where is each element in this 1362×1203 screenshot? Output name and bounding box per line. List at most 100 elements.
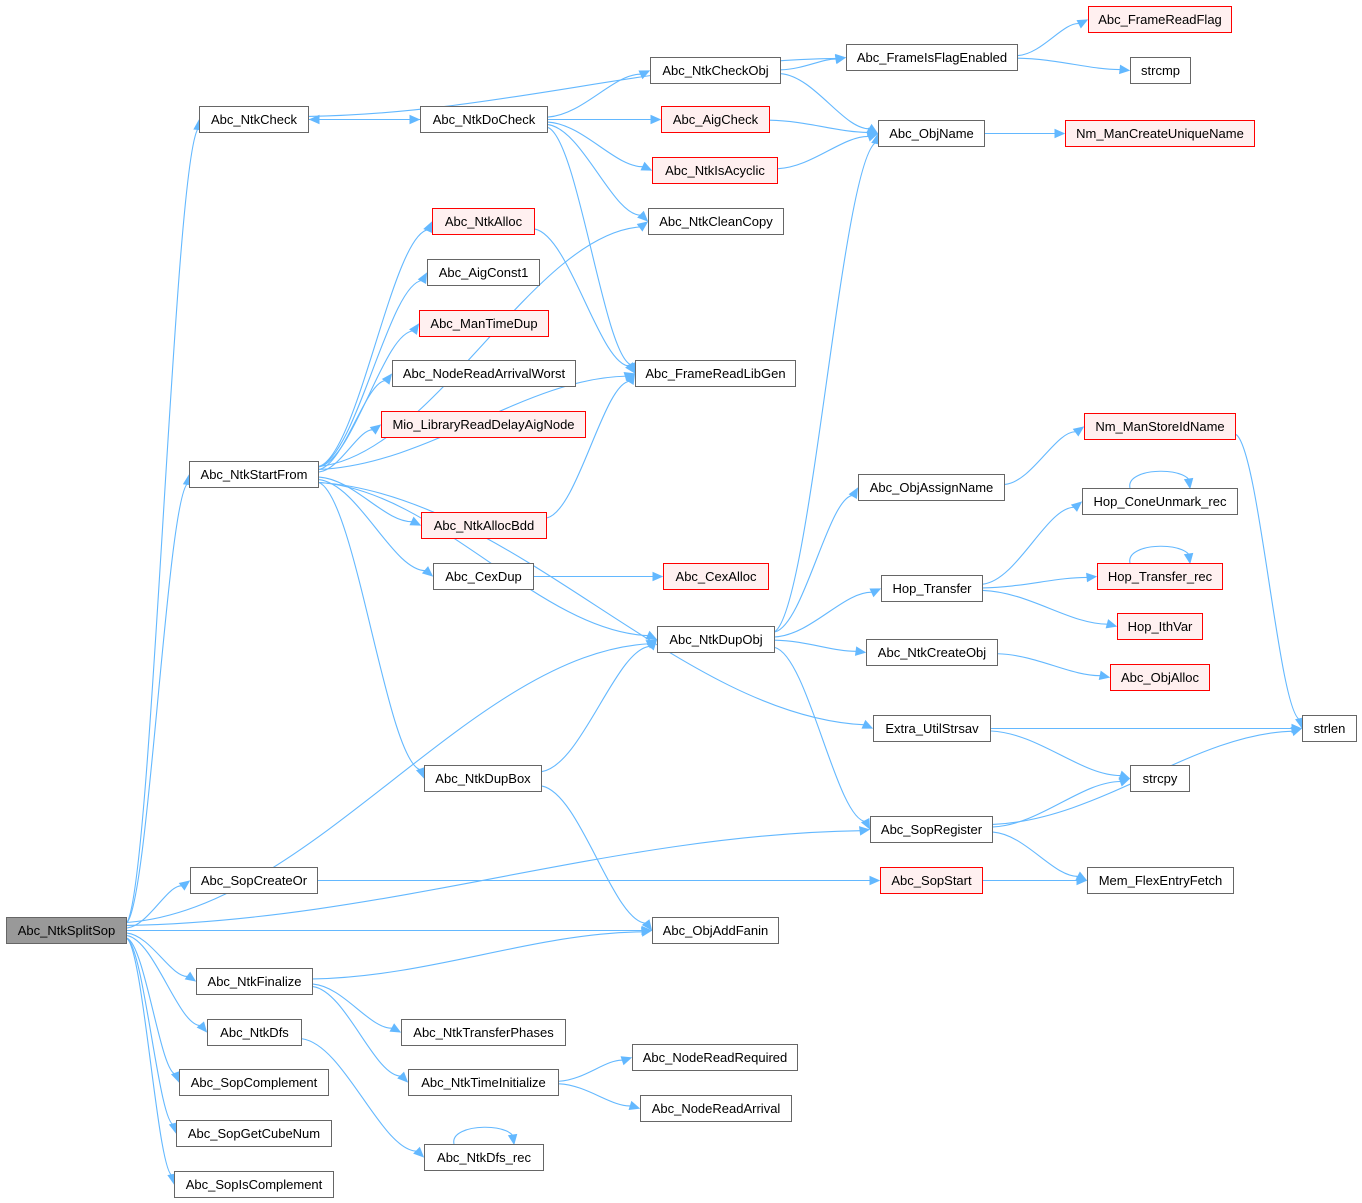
edge-abc-ntkcheckobj-to-abc-objname	[780, 73, 871, 130]
edge-abc-ntksplitsop-to-abc-sopcreateor	[126, 885, 183, 929]
node-mem-flexentryfetch[interactable]: Mem_FlexEntryFetch	[1087, 867, 1234, 894]
node-abc-sopcomplement[interactable]: Abc_SopComplement	[179, 1069, 329, 1096]
edge-abc-ntkisacyclic-to-abc-objname-arrow	[866, 132, 879, 142]
node-strcmp[interactable]: strcmp	[1130, 57, 1191, 84]
node-abc-nodereadarrival[interactable]: Abc_NodeReadArrival	[640, 1095, 792, 1122]
edge-abc-ntkallocbdd-to-abc-framereadlibgen	[546, 380, 631, 519]
edge-abc-sopregister-to-strcpy-arrow	[1118, 777, 1131, 787]
edge-abc-frameisflagenabled-to-abc-framereadflag-arrow	[1076, 19, 1089, 29]
node-abc-ntkcreateobj[interactable]: Abc_NtkCreateObj	[866, 639, 998, 666]
edge-abc-ntkstartfrom-to-abc-nodereadarrivalworst-arrow	[381, 373, 393, 385]
edge-abc-ntkstartfrom-to-abc-ntkalloc-arrow	[423, 221, 433, 234]
edge-abc-ntkdocheck-to-abc-ntkcheck-arrow	[308, 114, 320, 125]
node-hop-transfer-rec[interactable]: Hop_Transfer_rec	[1097, 563, 1223, 590]
edge-abc-ntkdocheck-to-abc-aigcheck-arrow	[650, 114, 662, 125]
node-extra-utilstrsav[interactable]: Extra_UtilStrsav	[873, 715, 991, 742]
node-abc-ntkdfs[interactable]: Abc_NtkDfs	[207, 1019, 302, 1046]
edge-abc-ntktimeinitialize-to-abc-nodereadarrival	[558, 1083, 632, 1107]
node-abc-framereadlibgen[interactable]: Abc_FrameReadLibGen	[635, 360, 796, 387]
node-abc-ntktransferphases[interactable]: Abc_NtkTransferPhases	[401, 1019, 566, 1046]
edge-abc-sopregister-to-mem-flexentryfetch	[992, 831, 1080, 877]
edge-abc-objassignname-to-nm-manstoreidname	[1004, 431, 1077, 485]
edge-abc-ntkstartfrom-to-extra-utilstrsav-arrow	[861, 719, 874, 729]
node-abc-nodereadrequired[interactable]: Abc_NodeReadRequired	[632, 1044, 798, 1071]
node-abc-ntkcheck[interactable]: Abc_NtkCheck	[199, 106, 309, 133]
edge-abc-ntkstartfrom-to-abc-ntkalloc	[318, 229, 429, 468]
edge-abc-ntksplitsop-to-abc-ntkdupobj	[126, 643, 650, 924]
edge-abc-ntkdupobj-to-abc-sopregister	[774, 646, 866, 823]
edge-abc-ntkdocheck-to-abc-ntkcleancopy	[547, 124, 642, 216]
node-abc-ntkdocheck[interactable]: Abc_NtkDoCheck	[420, 106, 548, 133]
node-abc-sopregister[interactable]: Abc_SopRegister	[870, 816, 993, 843]
edge-abc-ntkfinalize-to-abc-objaddfanin	[312, 931, 644, 980]
node-abc-objalloc[interactable]: Abc_ObjAlloc	[1110, 664, 1210, 691]
edge-abc-ntkallocbdd-to-abc-framereadlibgen-arrow	[625, 373, 636, 385]
node-abc-cexdup[interactable]: Abc_CexDup	[433, 563, 534, 590]
node-abc-sopiscomplement[interactable]: Abc_SopIsComplement	[174, 1171, 334, 1198]
node-abc-cexalloc[interactable]: Abc_CexAlloc	[663, 563, 769, 590]
node-hop-ithvar[interactable]: Hop_IthVar	[1117, 613, 1203, 640]
edge-hop-transfer-to-hop-coneunmark-rec	[982, 506, 1076, 585]
node-abc-aigconst1[interactable]: Abc_AigConst1	[427, 259, 540, 286]
node-strlen[interactable]: strlen	[1302, 715, 1357, 742]
edge-abc-sopcreateor-to-abc-sopstart-arrow	[869, 875, 881, 886]
edge-abc-ntkfinalize-to-abc-ntktimeinitialize-arrow	[397, 1071, 409, 1083]
edge-abc-ntkstartfrom-to-abc-mantimedup-arrow	[409, 323, 420, 335]
node-nm-manstoreidname[interactable]: Nm_ManStoreIdName	[1084, 413, 1236, 440]
edge-abc-ntkstartfrom-to-extra-utilstrsav	[318, 481, 865, 726]
edge-abc-ntksplitsop-to-abc-ntkdfs-arrow	[196, 1021, 208, 1033]
edge-abc-ntktimeinitialize-to-abc-nodereadrequired-arrow	[620, 1056, 633, 1066]
node-abc-frameisflagenabled[interactable]: Abc_FrameIsFlagEnabled	[846, 44, 1018, 71]
node-abc-ntkcheckobj[interactable]: Abc_NtkCheckObj	[650, 57, 781, 84]
node-abc-aigcheck[interactable]: Abc_AigCheck	[661, 106, 770, 133]
edge-abc-ntksplitsop-to-abc-sopgetcubenum	[126, 938, 175, 1126]
node-abc-ntkdupobj[interactable]: Abc_NtkDupObj	[657, 626, 775, 653]
node-abc-mantimedup[interactable]: Abc_ManTimeDup	[419, 310, 549, 337]
edge-abc-ntkdfs-rec-to-abc-ntkdfs-rec-arrow	[507, 1133, 518, 1146]
edge-abc-ntkstartfrom-to-abc-mantimedup	[318, 330, 414, 468]
node-abc-ntkalloc[interactable]: Abc_NtkAlloc	[432, 208, 535, 235]
edge-abc-ntkdupobj-to-hop-transfer	[774, 591, 873, 638]
node-mio-libraryreaddelayaignode[interactable]: Mio_LibraryReadDelayAigNode	[381, 411, 586, 438]
node-hop-transfer[interactable]: Hop_Transfer	[881, 575, 983, 602]
edge-abc-ntkdupobj-to-hop-transfer-arrow	[869, 588, 882, 598]
edge-abc-ntkstartfrom-to-abc-ntkallocbdd	[318, 476, 413, 523]
node-abc-ntkisacyclic[interactable]: Abc_NtkIsAcyclic	[652, 157, 778, 184]
node-abc-framereadflag[interactable]: Abc_FrameReadFlag	[1088, 6, 1232, 33]
node-abc-ntkallocbdd[interactable]: Abc_NtkAllocBdd	[421, 512, 547, 539]
edge-abc-ntktimeinitialize-to-abc-nodereadarrival-arrow	[628, 1100, 641, 1110]
edge-abc-aigcheck-to-abc-objname	[769, 119, 870, 133]
node-abc-sopstart[interactable]: Abc_SopStart	[880, 867, 983, 894]
edge-abc-ntkstartfrom-to-abc-ntkcleancopy	[318, 226, 641, 468]
edge-hop-transfer-rec-to-hop-transfer-rec-arrow	[1183, 552, 1194, 565]
node-abc-sopgetcubenum[interactable]: Abc_SopGetCubeNum	[176, 1120, 332, 1147]
edge-abc-ntkstartfrom-to-abc-nodereadarrivalworst	[318, 380, 387, 470]
node-abc-ntkdupbox[interactable]: Abc_NtkDupBox	[424, 765, 542, 792]
node-nm-mancreateuniquename[interactable]: Nm_ManCreateUniqueName	[1065, 120, 1255, 147]
edge-abc-ntkstartfrom-to-abc-ntkcleancopy-arrow	[636, 221, 649, 232]
edge-abc-ntkcreateobj-to-abc-objalloc-arrow	[1098, 670, 1111, 680]
node-abc-ntkfinalize[interactable]: Abc_NtkFinalize	[196, 968, 313, 995]
edge-abc-frameisflagenabled-to-abc-framereadflag	[1017, 23, 1081, 57]
node-abc-ntkstartfrom[interactable]: Abc_NtkStartFrom	[189, 461, 319, 488]
node-abc-nodereadarrivalworst[interactable]: Abc_NodeReadArrivalWorst	[392, 360, 576, 387]
node-abc-objname[interactable]: Abc_ObjName	[878, 120, 985, 147]
node-abc-ntkdfs-rec[interactable]: Abc_NtkDfs_rec	[424, 1144, 544, 1171]
node-abc-objassignname[interactable]: Abc_ObjAssignName	[858, 474, 1005, 501]
node-abc-ntksplitsop: Abc_NtkSplitSop	[6, 917, 127, 944]
node-abc-ntktimeinitialize[interactable]: Abc_NtkTimeInitialize	[408, 1069, 559, 1096]
edge-abc-ntksplitsop-to-abc-ntkstartfrom	[126, 482, 189, 923]
node-strcpy[interactable]: strcpy	[1130, 765, 1190, 792]
edge-hop-coneunmark-rec-to-hop-coneunmark-rec	[1129, 470, 1191, 489]
node-hop-coneunmark-rec[interactable]: Hop_ConeUnmark_rec	[1082, 488, 1238, 515]
edge-abc-ntkcheckobj-to-abc-frameisflagenabled-arrow	[834, 54, 847, 65]
edge-abc-ntkdocheck-to-abc-ntkcheckobj-arrow	[638, 70, 651, 80]
edge-abc-ntkdupbox-to-abc-ntkdupobj-arrow	[646, 639, 658, 651]
node-abc-ntkcleancopy[interactable]: Abc_NtkCleanCopy	[648, 208, 784, 235]
edge-abc-ntksplitsop-to-abc-sopregister	[126, 830, 862, 926]
edge-extra-utilstrsav-to-strcpy	[990, 730, 1122, 777]
edge-abc-ntkdfs-to-abc-ntkdfs-rec-arrow	[413, 1146, 425, 1158]
node-abc-sopcreateor[interactable]: Abc_SopCreateOr	[190, 867, 318, 894]
node-abc-objaddfanin[interactable]: Abc_ObjAddFanin	[652, 917, 779, 944]
